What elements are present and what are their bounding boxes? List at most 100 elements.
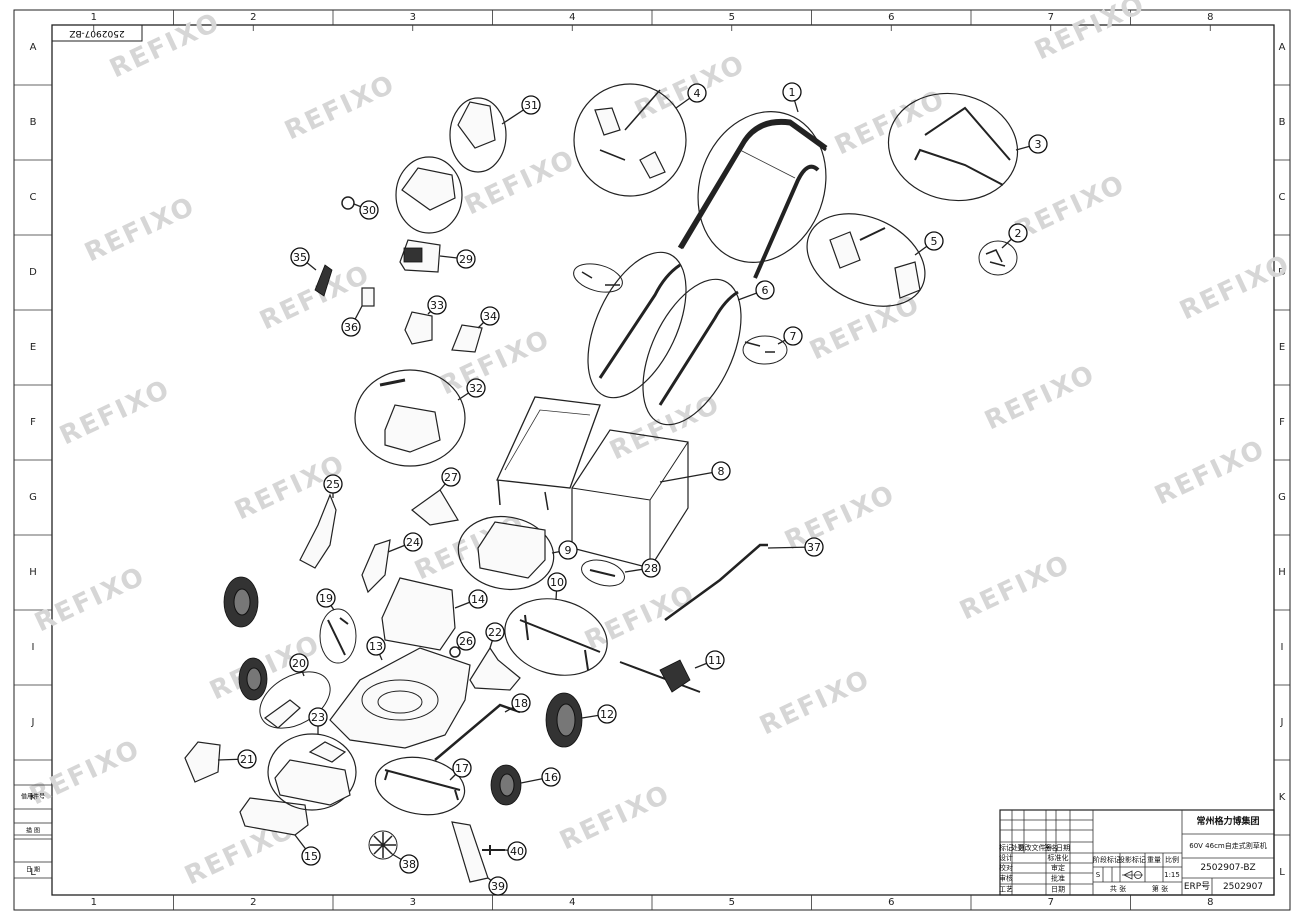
callout-label-14: 14 — [471, 593, 485, 606]
inner-frame — [51, 24, 1275, 896]
callout-circle-7 — [783, 326, 803, 346]
callout-circle-10 — [547, 572, 567, 592]
sign-role-1: 校对 — [999, 863, 1013, 872]
callout-circle-27 — [441, 467, 461, 487]
watermark-text: REFIXO — [1175, 249, 1295, 326]
grid-row-right-G: G — [1278, 492, 1286, 503]
watermark-text: REFIXO — [105, 7, 225, 84]
callout-circle-2 — [1008, 223, 1028, 243]
callout-label-36: 36 — [344, 321, 358, 334]
grid-col-top-3: 3 — [410, 12, 416, 23]
weight-label: 重量 — [1147, 856, 1161, 864]
callout-circle-26 — [456, 631, 476, 651]
callout-label-20: 20 — [292, 657, 306, 670]
callout-circle-15 — [301, 846, 321, 866]
corner-code-box: 2502907-BZ — [51, 24, 143, 42]
watermark-text: REFIXO — [30, 561, 150, 638]
grid-row-left-F: F — [30, 417, 36, 428]
watermark-text: REFIXO — [1150, 434, 1270, 511]
callout-label-12: 12 — [600, 708, 614, 721]
callout-label-10: 10 — [550, 576, 564, 589]
callout-label-27: 27 — [444, 471, 458, 484]
callout-label-29: 29 — [459, 253, 473, 266]
grid-col-bottom-6: 6 — [888, 897, 894, 908]
callout-label-37: 37 — [807, 541, 821, 554]
callout-label-17: 17 — [455, 762, 469, 775]
callout-circle-17 — [452, 758, 472, 778]
watermark-text: REFIXO — [460, 144, 580, 221]
callout-circle-4 — [687, 83, 707, 103]
callout-circle-12 — [597, 704, 617, 724]
callout-circle-36 — [341, 317, 361, 337]
callout-label-25: 25 — [326, 478, 340, 491]
revision-header-3: 签名 — [1044, 843, 1058, 852]
grid-col-top-1: 1 — [91, 12, 97, 23]
callout-label-13: 13 — [369, 640, 383, 653]
callout-circle-13 — [366, 636, 386, 656]
watermark-text: REFIXO — [780, 479, 900, 556]
watermark-text: REFIXO — [955, 549, 1075, 626]
sign-role2-1: 审定 — [1051, 863, 1065, 872]
callout-circle-3 — [1028, 134, 1048, 154]
drawing-number: 2502907-BZ — [1200, 863, 1255, 873]
part-callouts: 1234567891011121314151617181920212223242… — [217, 82, 1048, 896]
grid-row-left-L: L — [30, 867, 36, 878]
grid-row-right-J: J — [1280, 717, 1284, 728]
part-illustrations — [184, 83, 1019, 883]
callout-label-7: 7 — [790, 330, 797, 343]
watermark-text: REFIXO — [280, 69, 400, 146]
grid-row-left-C: C — [30, 192, 37, 203]
callout-label-28: 28 — [644, 562, 658, 575]
callout-label-26: 26 — [459, 635, 473, 648]
watermark-text: REFIXO — [1010, 169, 1130, 246]
side-stamp-1: 描 图 — [26, 827, 40, 835]
callout-label-30: 30 — [362, 204, 376, 217]
revision-header-0: 标记 — [999, 843, 1013, 852]
revision-header-4: 日期 — [1056, 844, 1070, 852]
grid-col-bottom-4: 4 — [569, 897, 575, 908]
watermark-text: REFIXO — [580, 579, 700, 656]
callout-label-4: 4 — [694, 87, 701, 100]
grid-col-bottom-5: 5 — [729, 897, 735, 908]
company-name: 常州格力博集团 — [1196, 815, 1259, 827]
callout-circle-37 — [804, 537, 824, 557]
callout-label-39: 39 — [491, 880, 505, 893]
sheet-total: 共 张 — [1110, 884, 1126, 893]
callout-circle-14 — [468, 589, 488, 609]
grid-col-bottom-1: 1 — [91, 897, 97, 908]
callout-circle-24 — [403, 532, 423, 552]
callout-label-8: 8 — [718, 465, 725, 478]
callout-label-11: 11 — [708, 654, 722, 667]
scale-label: 比例 — [1165, 855, 1179, 864]
revision-header-2: 更改文件号 — [1018, 843, 1053, 852]
callout-circle-39 — [488, 876, 508, 896]
grid-row-right-I: I — [1281, 642, 1284, 653]
grid-row-right-E: E — [1279, 342, 1285, 353]
grid-row-left-K: K — [30, 792, 37, 803]
callout-label-6: 6 — [762, 284, 769, 297]
sign-role2-0: 标准化 — [1048, 853, 1069, 862]
callout-circle-5 — [924, 231, 944, 251]
watermark-text: REFIXO — [980, 359, 1100, 436]
callout-circle-33 — [427, 295, 447, 315]
callout-circle-28 — [641, 558, 661, 578]
callout-label-15: 15 — [304, 850, 318, 863]
grid-col-bottom-7: 7 — [1048, 897, 1054, 908]
callout-circle-1 — [782, 82, 802, 102]
scale-value: 1:15 — [1164, 871, 1180, 879]
grid-col-bottom-8: 8 — [1207, 897, 1213, 908]
grid-row-left-E: E — [30, 342, 36, 353]
grid-row-right-K: K — [1279, 792, 1286, 803]
grid-row-right-C: C — [1279, 192, 1286, 203]
watermark-text: REFIXO — [435, 324, 555, 401]
s-mark: S — [1096, 871, 1101, 879]
sign-role-0: 设计 — [999, 853, 1013, 862]
callout-circle-6 — [755, 280, 775, 300]
erp-label: ERP号 — [1184, 881, 1210, 892]
callout-circle-31 — [521, 95, 541, 115]
callout-circle-23 — [308, 707, 328, 727]
watermark-text: REFIXO — [80, 191, 200, 268]
callout-label-16: 16 — [544, 771, 558, 784]
